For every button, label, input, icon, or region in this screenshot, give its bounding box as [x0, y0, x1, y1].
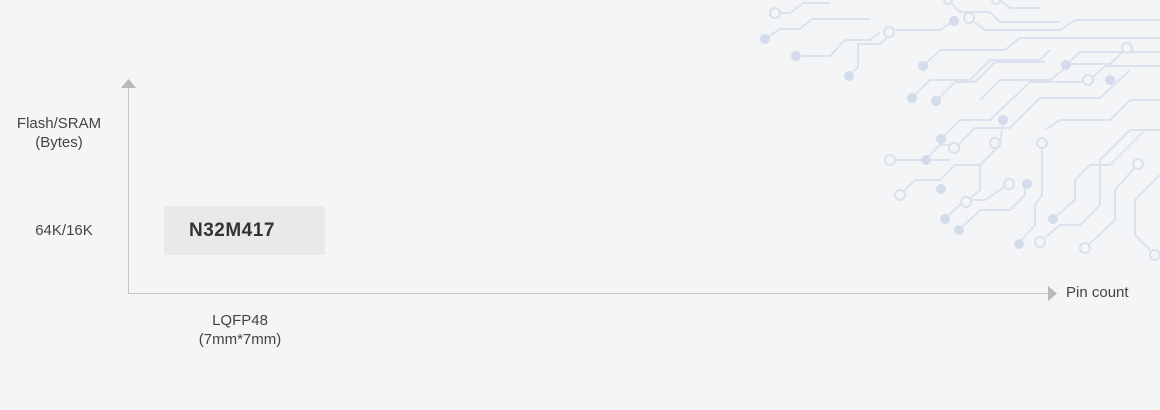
package-column-label: LQFP48 (7mm*7mm)	[170, 311, 310, 349]
y-axis-label: Flash/SRAM (Bytes)	[0, 114, 118, 152]
product-name: N32M417	[189, 219, 275, 241]
y-axis-label-line1: Flash/SRAM	[16, 115, 102, 132]
y-axis-arrow-icon	[121, 79, 136, 88]
y-axis-label-line2: (Bytes)	[35, 134, 83, 151]
memory-row-label: 64K/16K	[35, 222, 93, 239]
product-chip-n32m417[interactable]: N32M417	[164, 206, 325, 255]
package-name: LQFP48	[212, 312, 268, 329]
package-size: (7mm*7mm)	[198, 331, 282, 348]
x-axis-label: Pin count	[1066, 284, 1129, 301]
x-axis-arrow-icon	[1048, 286, 1057, 301]
